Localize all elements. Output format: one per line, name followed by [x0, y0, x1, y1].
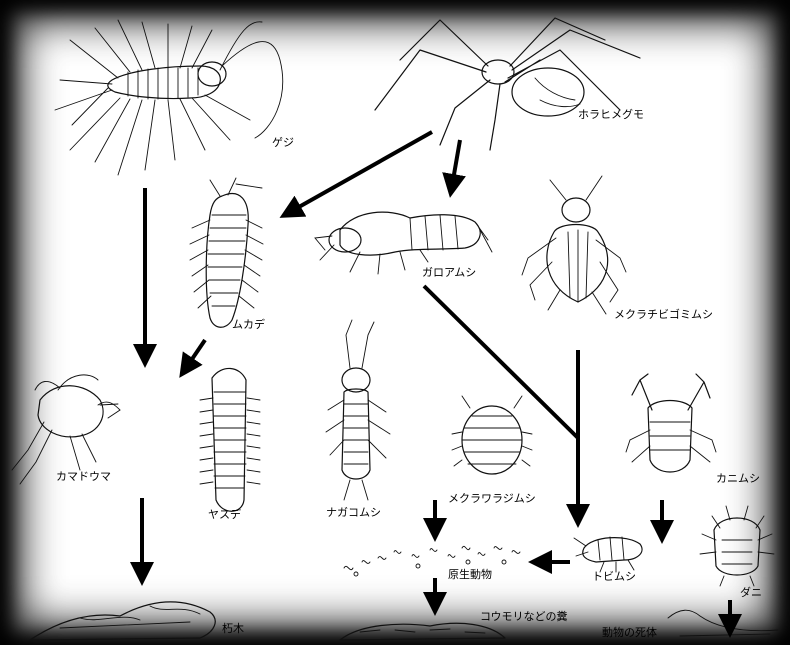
geji-illustration [55, 20, 283, 175]
label-yasude: ヤスデ [208, 508, 241, 521]
label-mekurawarajimushi: メクラワラジムシ [448, 492, 536, 505]
kamadouma-illustration [12, 375, 120, 484]
nagakomushi-illustration [326, 320, 390, 500]
genseidoubutsu-illustration [344, 546, 520, 576]
label-geji: ゲジ [272, 136, 294, 149]
label-horahimegumo: ホラヒメグモ [578, 108, 644, 121]
arrow-mukade-to-kamadouma [186, 340, 205, 368]
arrow-horahimegumo-to-garoamushi [452, 140, 460, 186]
label-nagakomushi: ナガコムシ [326, 506, 381, 519]
label-genseidoubutsu: 原生動物 [448, 568, 492, 581]
tobimushi-illustration [574, 537, 642, 572]
label-doubutsu-shitai: 動物の死体 [602, 626, 657, 639]
kanimushi-illustration [626, 374, 716, 472]
label-mukade: ムカデ [232, 318, 265, 331]
kuchiki-illustration [30, 602, 215, 640]
mekurachibigomimushi-illustration [522, 176, 626, 314]
line-garoamushi-to-tobimushi [424, 286, 578, 438]
label-garoamushi: ガロアムシ [422, 266, 476, 279]
label-tobimushi: トビムシ [592, 570, 636, 583]
arrow-horahimegumo-to-mukade [290, 132, 432, 212]
label-kanimushi: カニムシ [716, 472, 760, 485]
dani-illustration [700, 506, 774, 586]
garoamushi-illustration [315, 212, 492, 274]
koumori-fun-illustration [340, 623, 505, 640]
label-dani: ダニ [740, 586, 762, 599]
label-kamadouma: カマドウマ [56, 470, 111, 483]
doubutsu-shitai-illustration [668, 610, 778, 636]
label-kuchiki: 朽木 [222, 622, 244, 635]
mukade-illustration [190, 178, 263, 327]
horahimegumo-illustration [375, 18, 640, 150]
mekurawarajimushi-illustration [452, 396, 532, 474]
yasude-illustration [200, 368, 260, 511]
label-koumori-fun: コウモリなどの糞 [480, 610, 568, 623]
label-mekurachibigomimushi: メクラチビゴミムシ [614, 308, 713, 321]
